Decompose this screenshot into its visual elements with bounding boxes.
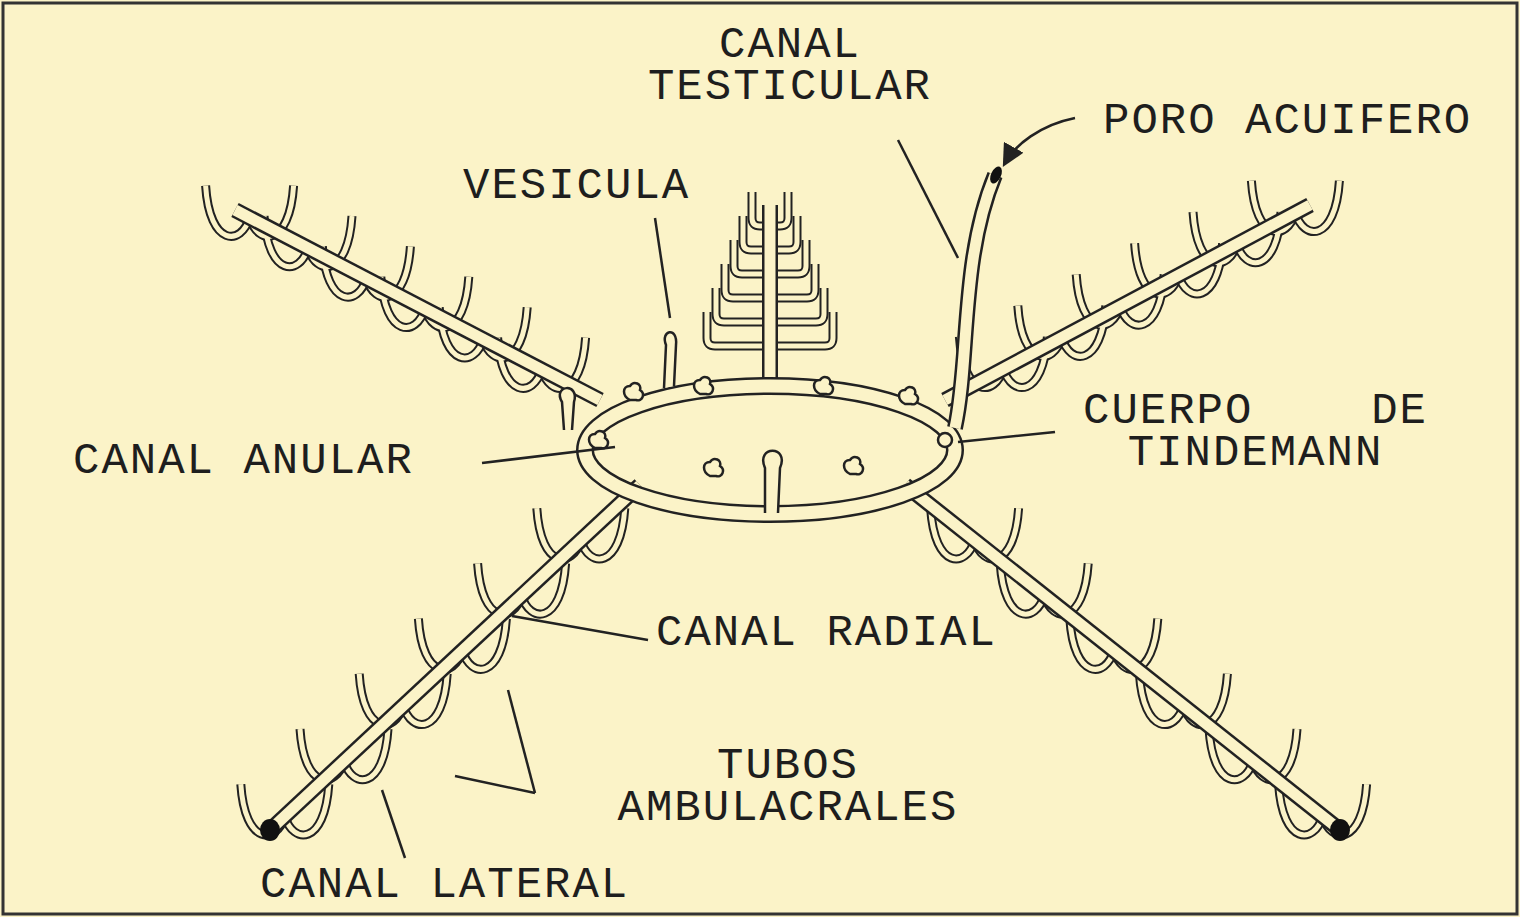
part-label: TUBOS AMBULACRALES xyxy=(608,745,968,829)
leader-lines xyxy=(382,118,1075,858)
polian-vesicles xyxy=(560,332,782,513)
tiedemann-bodies xyxy=(589,377,952,476)
part-label: VESICULA xyxy=(463,165,723,207)
part-label: PORO ACUIFERO xyxy=(1103,100,1503,142)
ring-canal xyxy=(585,386,955,514)
frame xyxy=(3,3,1517,914)
part-label: CUERPO DE TINDEMANN xyxy=(1083,390,1428,474)
tube-feet xyxy=(206,181,1367,835)
radial-canals xyxy=(235,205,1350,841)
part-label: CANAL LATERAL xyxy=(260,864,680,906)
part-label: CANAL ANULAR xyxy=(73,440,473,482)
part-label: CANAL TESTICULAR xyxy=(640,24,940,108)
part-label: CANAL RADIAL xyxy=(656,612,1036,654)
stone-canal xyxy=(955,165,1004,428)
